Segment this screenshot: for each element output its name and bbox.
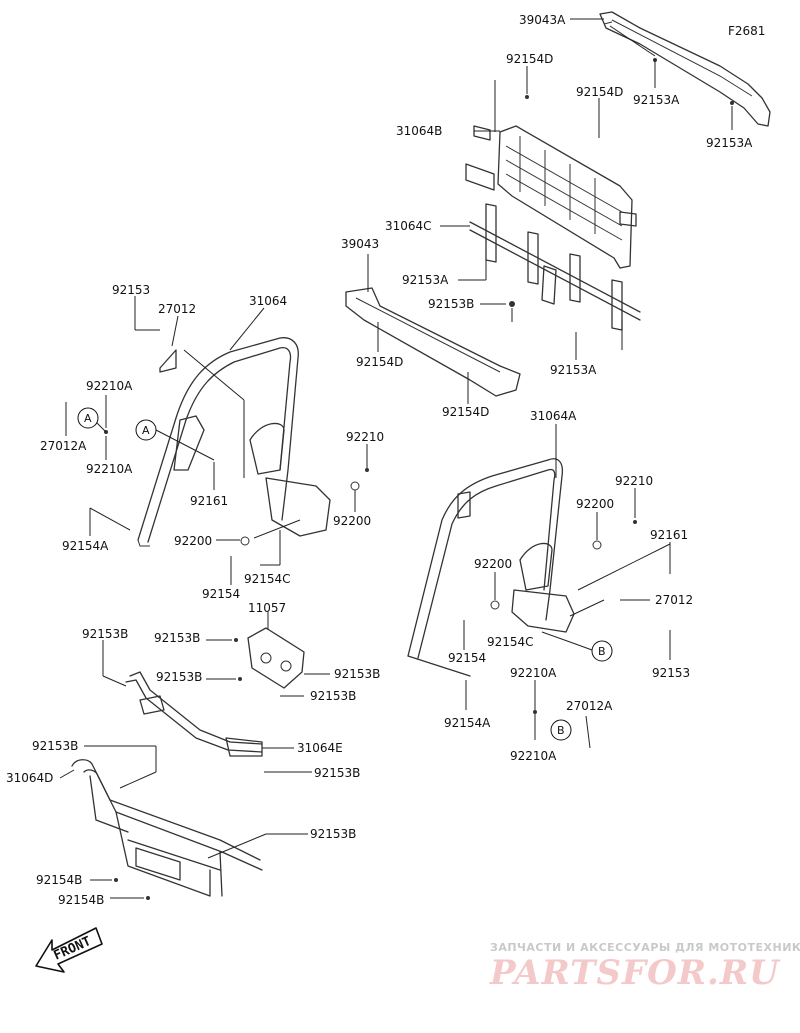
part-label: 92153B [156, 670, 202, 684]
front-arrow-icon: FRONT [35, 927, 103, 973]
fastener-dots [104, 58, 734, 900]
part-label: 92153B [428, 297, 474, 311]
part-label: 92153B [310, 827, 356, 841]
part-label: 27012A [40, 439, 87, 453]
watermark-logo: PARTSFOR.RU [489, 953, 781, 993]
part-39043A-rail [599, 11, 771, 127]
part-label: 27012A [566, 699, 613, 713]
part-label: 92153B [32, 739, 78, 753]
part-label: 92153B [334, 667, 380, 681]
part-label: 92200 [474, 557, 512, 571]
callout-a-upper: A [77, 407, 99, 429]
front-label: FRONT [52, 934, 94, 964]
part-31064B-rear-screen [465, 125, 637, 269]
part-label: 92153A [633, 93, 680, 107]
part-label: 92210A [510, 666, 557, 680]
part-31064A-rollbar-right [407, 458, 575, 677]
part-label: 92210 [615, 474, 653, 488]
figure-code: F2681 [728, 24, 765, 38]
part-label: 27012 [158, 302, 196, 316]
part-label: 11057 [248, 601, 286, 615]
watermark-tagline: ЗАПЧАСТИ И АКСЕССУАРЫ ДЛЯ МОТОТЕХНИКИ [490, 941, 800, 954]
part-label: 92200 [174, 534, 212, 548]
callout-b-lower: B [550, 719, 572, 741]
part-label: 92161 [650, 528, 688, 542]
svg-text:B: B [598, 645, 606, 658]
part-label: 92210A [510, 749, 557, 763]
svg-text:B: B [557, 724, 565, 737]
part-39043-crossbar [345, 287, 521, 397]
part-label: 31064B [396, 124, 442, 138]
part-label: 92154A [444, 716, 491, 730]
part-label: 92153B [310, 689, 356, 703]
leader-lines [59, 18, 733, 899]
part-label: 92200 [576, 497, 614, 511]
part-label: 31064C [385, 219, 432, 233]
part-31064C-bracket [469, 203, 641, 331]
svg-text:A: A [142, 424, 150, 437]
part-31064E-lower-bar [125, 671, 263, 757]
part-label: 92200 [333, 514, 371, 528]
part-label: 92153A [550, 363, 597, 377]
part-label: 31064 [249, 294, 287, 308]
part-31064-rollbar-left [137, 337, 331, 547]
part-labels: 39043A 92154D 92154D 92153A 92153A 31064… [6, 13, 753, 907]
part-label: 92210A [86, 462, 133, 476]
part-label: 92210A [86, 379, 133, 393]
part-label: 39043A [519, 13, 566, 27]
part-label: 92154C [487, 635, 534, 649]
part-label: 92154B [58, 893, 104, 907]
part-11057-plate [247, 627, 305, 689]
part-label: 92154 [202, 587, 240, 601]
part-label: 92154D [356, 355, 403, 369]
part-label: 39043 [341, 237, 379, 251]
part-label: 92154C [244, 572, 291, 586]
part-31064D-bumper [71, 759, 263, 897]
part-label: 92154D [576, 85, 623, 99]
part-label: 92154D [442, 405, 489, 419]
part-label: 92210 [346, 430, 384, 444]
part-label: 92154D [506, 52, 553, 66]
part-label: 27012 [655, 593, 693, 607]
part-label: 31064A [530, 409, 577, 423]
part-label: 92154A [62, 539, 109, 553]
part-label: 92154B [36, 873, 82, 887]
part-label: 92153B [314, 766, 360, 780]
svg-text:A: A [84, 412, 92, 425]
part-label: 92154 [448, 651, 486, 665]
part-label: 31064E [297, 741, 343, 755]
part-label: 92153B [82, 627, 128, 641]
part-label: 92153 [112, 283, 150, 297]
part-label: 92153 [652, 666, 690, 680]
part-label: 92153A [706, 136, 753, 150]
part-label: 92161 [190, 494, 228, 508]
callout-b-right: B [591, 640, 613, 662]
part-label: 31064D [6, 771, 53, 785]
callout-a-left: A [135, 419, 157, 441]
part-label: 92153B [154, 631, 200, 645]
part-label: 92153A [402, 273, 449, 287]
